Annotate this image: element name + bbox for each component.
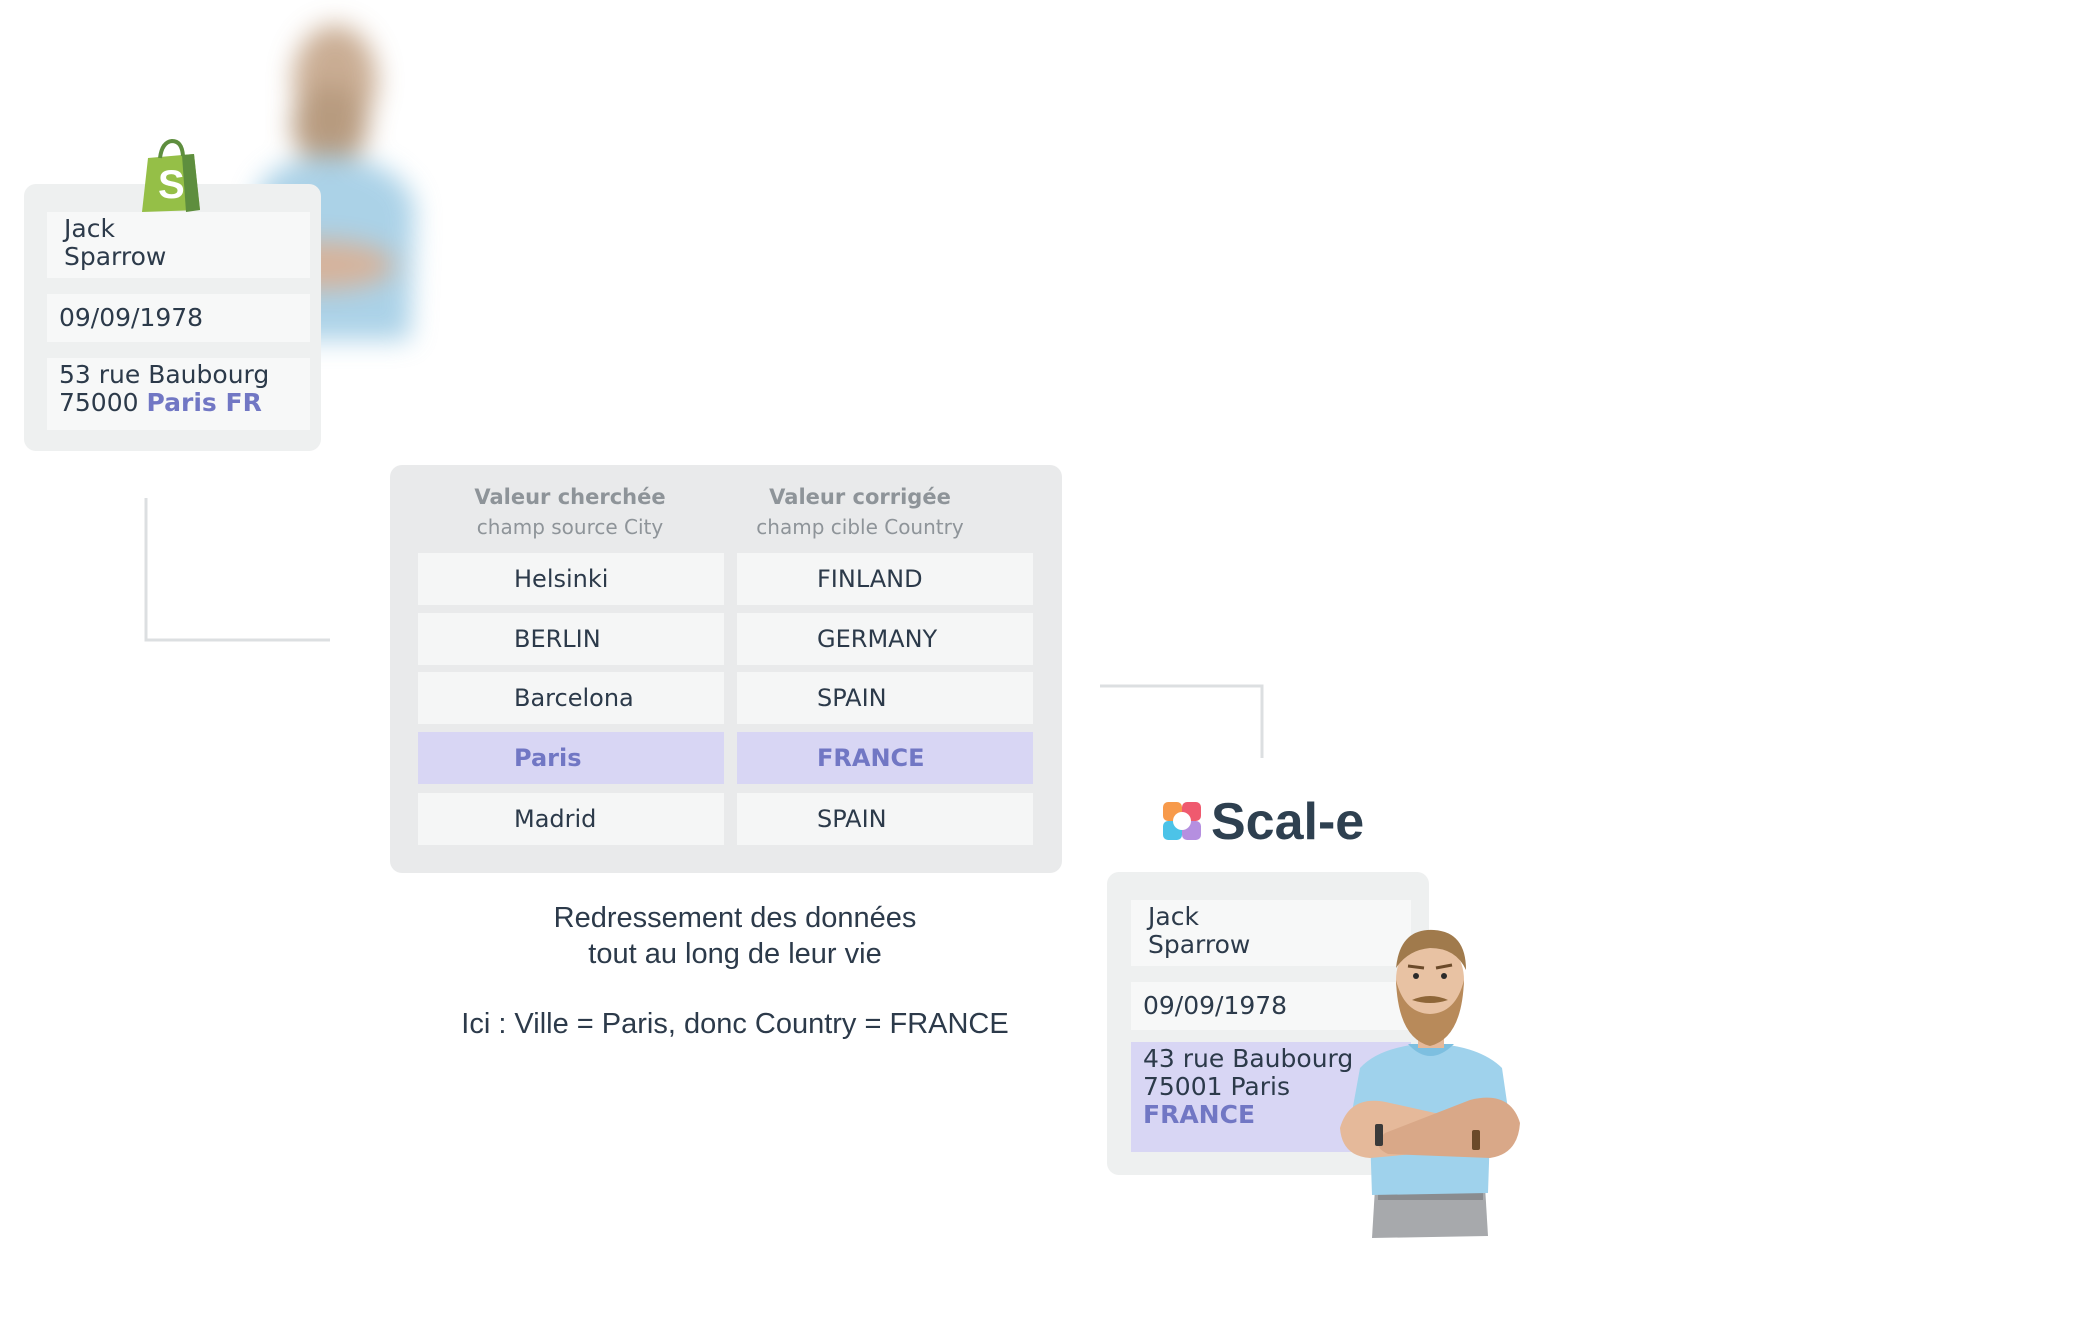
column-header-source: Valeur cherchée champ source City [420, 482, 720, 542]
table-cell-source-highlighted: Paris [418, 732, 724, 784]
target-address-country-highlight: FRANCE [1143, 1100, 1256, 1129]
target-name-field: Jack Sparrow [1131, 900, 1411, 966]
table-cell-target: SPAIN [737, 793, 1033, 845]
brand-name: Scal-e [1211, 793, 1365, 851]
column-title-target: Valeur corrigée [769, 485, 951, 509]
source-to-table-connector [144, 498, 330, 642]
table-cell-source: Helsinki [418, 553, 724, 605]
table-cell-target: SPAIN [737, 672, 1033, 724]
caption: Redressement des données tout au long de… [430, 900, 1040, 1042]
shopify-bag-icon: S [142, 138, 200, 212]
source-record-card: Jack Sparrow 09/09/1978 53 rue Baubourg … [24, 184, 321, 451]
table-cell-target-highlighted: FRANCE [737, 732, 1033, 784]
svg-text:S: S [158, 163, 185, 207]
table-cell-target: GERMANY [737, 613, 1033, 665]
column-title-source: Valeur cherchée [474, 485, 666, 509]
target-last-name: Sparrow [1148, 930, 1251, 959]
source-address-street: 53 rue Baubourg [59, 360, 270, 389]
target-address-street: 43 rue Baubourg [1143, 1044, 1354, 1073]
source-address-city-line: 75000 Paris FR [59, 389, 298, 417]
scal-e-logo-icon [1163, 802, 1201, 840]
source-postcode: 75000 [59, 388, 139, 417]
target-first-name: Jack [1148, 902, 1199, 931]
target-address-city: 75001 Paris [1143, 1072, 1290, 1101]
source-city-country-highlight: Paris FR [146, 388, 262, 417]
table-to-target-connector [1100, 684, 1264, 758]
target-dob-field: 09/09/1978 [1131, 982, 1411, 1030]
column-header-target: Valeur corrigée champ cible Country [710, 482, 1010, 542]
caption-line-2: tout au long de leur vie [588, 938, 882, 970]
table-cell-source: Barcelona [418, 672, 724, 724]
caption-line-1: Redressement des données [553, 902, 917, 934]
table-cell-target: FINLAND [737, 553, 1033, 605]
source-dob-field: 09/09/1978 [47, 294, 310, 342]
source-name-field: Jack Sparrow [47, 212, 310, 278]
lookup-table: Valeur cherchée champ source City Valeur… [390, 465, 1062, 873]
bearded-person-illustration [1340, 929, 1520, 1238]
table-cell-source: Madrid [418, 793, 724, 845]
column-subtitle-source: champ source City [476, 515, 664, 539]
source-first-name: Jack [64, 214, 115, 243]
caption-rule: Ici : Ville = Paris, donc Country = FRAN… [461, 1008, 1009, 1040]
column-subtitle-target: champ cible Country [756, 515, 964, 539]
source-address-field: 53 rue Baubourg 75000 Paris FR [47, 358, 310, 430]
table-cell-source: BERLIN [418, 613, 724, 665]
source-last-name: Sparrow [64, 242, 167, 271]
